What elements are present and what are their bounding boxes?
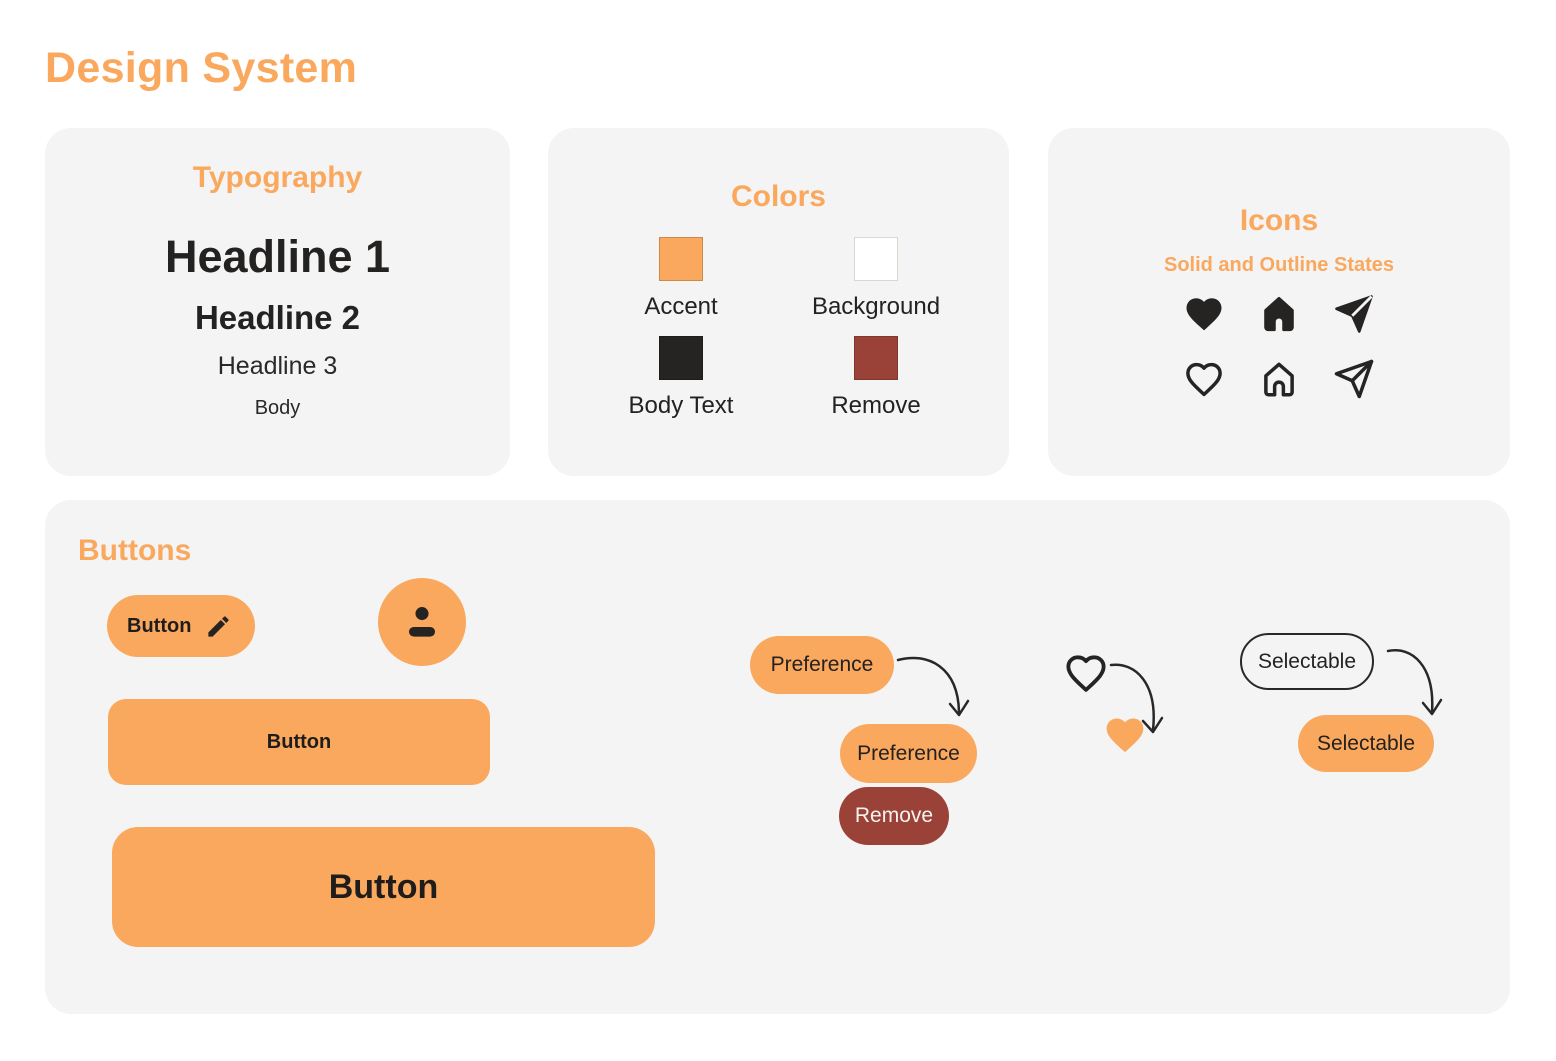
swatch-remove: Remove bbox=[831, 336, 921, 420]
edit-button[interactable]: Button bbox=[107, 595, 255, 657]
edit-button-label: Button bbox=[127, 614, 192, 637]
preference-pill-default[interactable]: Preference bbox=[750, 636, 894, 694]
icons-card-subtitle: Solid and Outline States bbox=[1163, 254, 1395, 276]
remove-pill-label: Remove bbox=[854, 804, 934, 827]
colors-card: Colors Accent Background Body Text Remov… bbox=[548, 128, 1009, 476]
buttons-card-title: Buttons bbox=[78, 534, 192, 567]
swatch-background: Background bbox=[812, 237, 940, 321]
buttons-card: Buttons Button Button Button Preference bbox=[45, 500, 1510, 1014]
swatch-label: Body Text bbox=[628, 392, 734, 419]
medium-button[interactable]: Button bbox=[108, 699, 490, 785]
large-button-label: Button bbox=[328, 867, 439, 906]
swatch-label: Accent bbox=[644, 293, 718, 320]
heart-outline-icon bbox=[1183, 358, 1225, 400]
preference-pill-label: Preference bbox=[770, 653, 874, 676]
body-text-color-swatch bbox=[658, 336, 703, 380]
avatar-button[interactable] bbox=[378, 578, 466, 666]
curve-arrow-icon bbox=[896, 656, 970, 717]
accent-color-swatch bbox=[659, 237, 703, 281]
page-title: Design System bbox=[45, 44, 358, 92]
swatch-accent: Accent bbox=[644, 237, 718, 321]
home-solid-icon bbox=[1258, 293, 1300, 335]
selectable-pill-unselected[interactable]: Selectable bbox=[1240, 633, 1374, 690]
swatch-body-text: Body Text bbox=[628, 336, 734, 420]
send-solid-icon bbox=[1333, 293, 1375, 335]
icons-grid bbox=[1048, 293, 1510, 400]
heart-toggle-selected[interactable] bbox=[1101, 713, 1149, 757]
selectable-pill-selected[interactable]: Selectable bbox=[1298, 715, 1434, 772]
icons-card: Icons Solid and Outline States bbox=[1048, 128, 1510, 476]
remove-pill-button[interactable]: Remove bbox=[839, 787, 949, 845]
send-outline-icon bbox=[1333, 358, 1375, 400]
typography-card: Typography Headline 1 Headline 2 Headlin… bbox=[45, 128, 510, 476]
swatch-label: Remove bbox=[831, 392, 921, 419]
body-text-sample: Body bbox=[254, 397, 301, 419]
preference-pill-label: Preference bbox=[857, 741, 960, 765]
color-swatch-grid: Accent Background Body Text Remove bbox=[548, 237, 1009, 420]
heart-toggle-unselected[interactable] bbox=[1063, 650, 1109, 696]
curve-arrow-icon bbox=[1109, 663, 1164, 734]
background-color-swatch bbox=[854, 237, 898, 281]
preference-pill-selected[interactable]: Preference bbox=[840, 724, 977, 783]
headline2-sample: Headline 2 bbox=[194, 299, 361, 336]
selectable-pill-label: Selectable bbox=[1257, 649, 1357, 673]
selectable-pill-label: Selectable bbox=[1316, 731, 1416, 755]
medium-button-label: Button bbox=[266, 730, 332, 753]
icons-card-title: Icons bbox=[1239, 204, 1319, 237]
headline1-sample: Headline 1 bbox=[164, 231, 391, 282]
swatch-label: Background bbox=[811, 293, 941, 320]
heart-solid-icon bbox=[1183, 293, 1225, 335]
curve-arrow-icon bbox=[1386, 649, 1443, 716]
large-button[interactable]: Button bbox=[112, 827, 655, 947]
headline3-sample: Headline 3 bbox=[217, 352, 338, 380]
pencil-icon bbox=[205, 613, 232, 640]
colors-card-title: Colors bbox=[730, 180, 826, 213]
typography-card-title: Typography bbox=[192, 161, 363, 194]
remove-color-swatch bbox=[854, 336, 898, 380]
home-outline-icon bbox=[1258, 358, 1300, 400]
person-icon bbox=[399, 599, 445, 645]
